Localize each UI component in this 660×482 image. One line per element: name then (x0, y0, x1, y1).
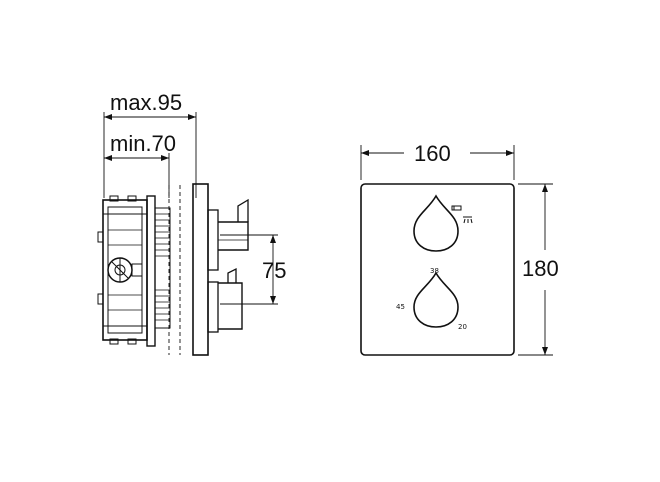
front-view (360, 145, 553, 356)
plate-width-label: 160 (414, 141, 451, 166)
outlet-spacing-label: 75 (262, 258, 286, 283)
plate-height-dimension-line (518, 183, 553, 356)
threaded-sleeve (146, 195, 171, 347)
dial-mark-20: 20 (458, 323, 467, 331)
bath-icon (451, 205, 462, 211)
plate-height-label: 180 (522, 256, 559, 281)
dial-mark-45: 45 (396, 303, 405, 311)
min-depth-dimension-line (104, 155, 169, 161)
outlet-spacing-dimension-line (220, 234, 278, 305)
embedded-box (97, 195, 148, 345)
upper-teardrop-handle (413, 194, 459, 252)
lower-teardrop-handle (413, 271, 459, 328)
max-depth-dimension-line (104, 114, 196, 120)
dial-mark-38: 38 (430, 267, 439, 275)
side-view (97, 112, 278, 356)
min-depth-label: min.70 (110, 131, 176, 156)
plate-width-dimension-line (360, 145, 515, 180)
shower-icon (463, 216, 473, 224)
upper-handle-side (207, 198, 249, 271)
wall-surface (168, 185, 181, 355)
cover-plate-front (360, 183, 515, 356)
lower-handle-side (207, 267, 243, 333)
max-depth-label: max.95 (110, 90, 182, 115)
cover-plate-side (192, 183, 209, 356)
